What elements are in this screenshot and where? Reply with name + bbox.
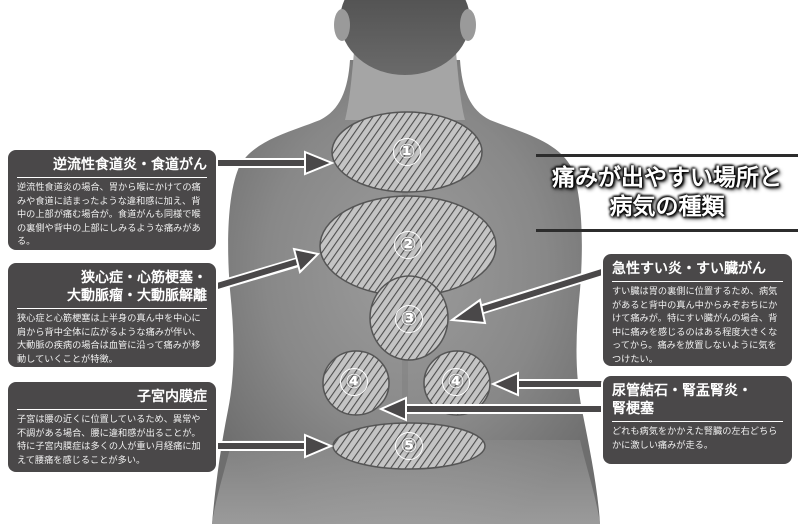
box-pancreas-body: すい臓は胃の裏側に位置するため、病気があると背中の真ん中からみぞおちにかけて痛み… <box>612 286 778 365</box>
box-heart: 狭心症・心筋梗塞・ 大動脈瘤・大動脈解離 狭心症と心筋梗塞は上半身の真ん中を中心… <box>8 263 216 367</box>
head-hair <box>340 0 470 75</box>
box-esophagus: 逆流性食道炎・食道がん 逆流性食道炎の場合、胃から喉にかけての痛みや食道に詰まっ… <box>8 150 216 250</box>
arrow-5 <box>214 433 334 459</box>
box-pancreas: 急性すい炎・すい臓がん すい臓は胃の裏側に位置するため、病気があると背中の真ん中… <box>603 254 792 366</box>
box-heart-body: 狭心症と心筋梗塞は上半身の真ん中を中心に肩から背中全体に広がるような痛みが伴い、… <box>17 313 201 365</box>
box-pancreas-title: 急性すい炎・すい臓がん <box>612 260 783 282</box>
box-heart-title: 狭心症・心筋梗塞・ 大動脈瘤・大動脈解離 <box>17 269 207 309</box>
arrow-4-right <box>490 371 602 397</box>
box-kidney-body: どれも病気をかかえた腎臓の左右どちらかに激しい痛みが走る。 <box>612 426 778 451</box>
box-uterus: 子宮内膜症 子宮は腰の近くに位置しているため、異常や不調がある場合、腰に違和感が… <box>8 382 216 472</box>
arrow-3 <box>449 267 604 325</box>
arrow-1 <box>218 150 335 176</box>
zone-5-number: ⑤ <box>395 432 423 460</box>
zone-2-number: ② <box>394 231 422 259</box>
zone-4-right-number: ④ <box>442 368 470 396</box>
headline-title: 痛みが出やすい場所と 病気の種類 <box>552 165 782 220</box>
headline-block: 痛みが出やすい場所と 病気の種類 <box>536 154 798 232</box>
box-esophagus-body: 逆流性食道炎の場合、胃から喉にかけての痛みや食道に詰まったような違和感に加え、背… <box>17 182 201 248</box>
zone-3-number: ③ <box>395 305 423 333</box>
arrow-2 <box>212 247 321 292</box>
headline-rule-top <box>536 154 798 157</box>
box-kidney: 尿管結石・腎盂腎炎・ 腎梗塞 どれも病気をかかえた腎臓の左右どちらかに激しい痛み… <box>603 376 792 464</box>
arrow-4-left <box>378 396 602 422</box>
headline-rule-bottom <box>536 229 798 232</box>
box-esophagus-title: 逆流性食道炎・食道がん <box>17 156 207 178</box>
zone-1-number: ① <box>393 138 421 166</box>
box-uterus-body: 子宮は腰の近くに位置しているため、異常や不調がある場合、腰に違和感が出ることが。… <box>17 414 201 466</box>
zone-4-left-number: ④ <box>340 368 368 396</box>
box-kidney-title: 尿管結石・腎盂腎炎・ 腎梗塞 <box>612 382 783 422</box>
box-uterus-title: 子宮内膜症 <box>17 388 207 410</box>
